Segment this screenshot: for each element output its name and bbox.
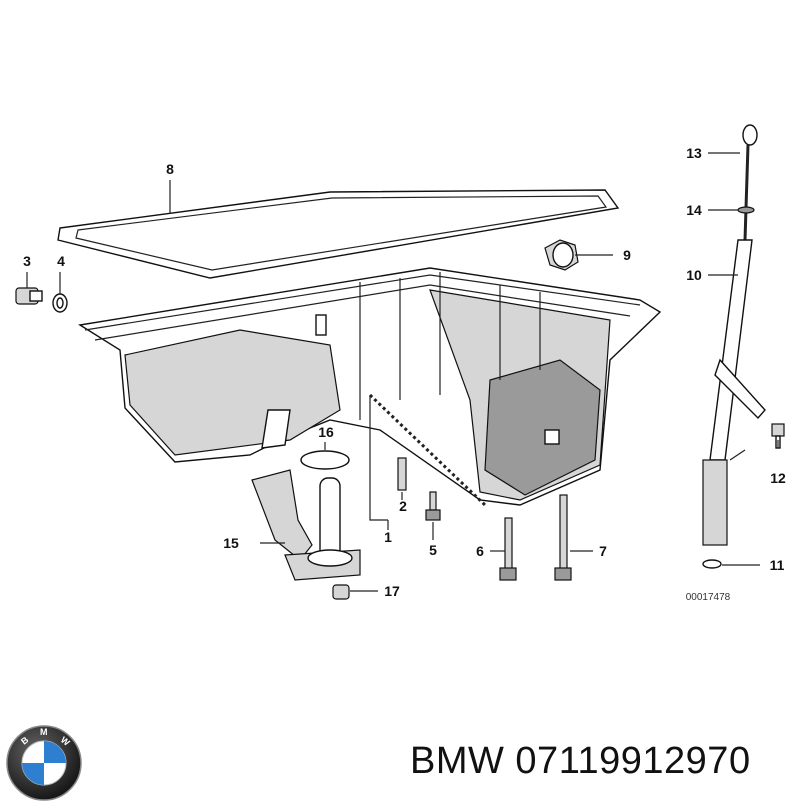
callout-7: 7: [599, 543, 607, 559]
svg-text:B: B: [19, 734, 31, 746]
bmw-logo: B M W: [6, 725, 82, 801]
callout-8: 8: [166, 161, 174, 177]
callout-3: 3: [23, 253, 31, 269]
drain-plug: [15, 287, 43, 305]
oil-pan-gasket: [57, 189, 620, 279]
bolt-short: [425, 491, 441, 521]
callout-13: 13: [686, 145, 702, 161]
callout-14: 14: [686, 202, 702, 218]
dipstick: [737, 124, 758, 241]
o-ring: [300, 450, 350, 470]
dipstick-guide-tube: [702, 239, 766, 546]
callout-2: 2: [399, 498, 407, 514]
rubber-plug: [544, 239, 579, 271]
callout-1: 1: [384, 529, 392, 545]
reference-number: 00017478: [686, 592, 731, 603]
callout-17: 17: [384, 583, 400, 599]
callout-15: 15: [223, 535, 239, 551]
callout-4: 4: [57, 253, 65, 269]
callout-6: 6: [476, 543, 484, 559]
callout-9: 9: [623, 247, 631, 263]
bolt-long: [554, 494, 572, 581]
sealing-washer: [52, 293, 68, 313]
callout-16: 16: [318, 424, 334, 440]
callout-10: 10: [686, 267, 702, 283]
oil-pan: [78, 267, 662, 507]
part-number-label: BMW 07119912970: [410, 740, 751, 782]
stud: [397, 457, 407, 491]
svg-text:M: M: [40, 727, 48, 737]
tube-o-ring: [702, 559, 722, 569]
bolt-medium: [499, 517, 517, 581]
oil-pickup: [251, 469, 361, 581]
callout-5: 5: [429, 542, 437, 558]
callout-12: 12: [770, 470, 786, 486]
callout-11: 11: [770, 557, 785, 573]
leader-lines: [26, 152, 779, 592]
nut: [332, 584, 350, 600]
